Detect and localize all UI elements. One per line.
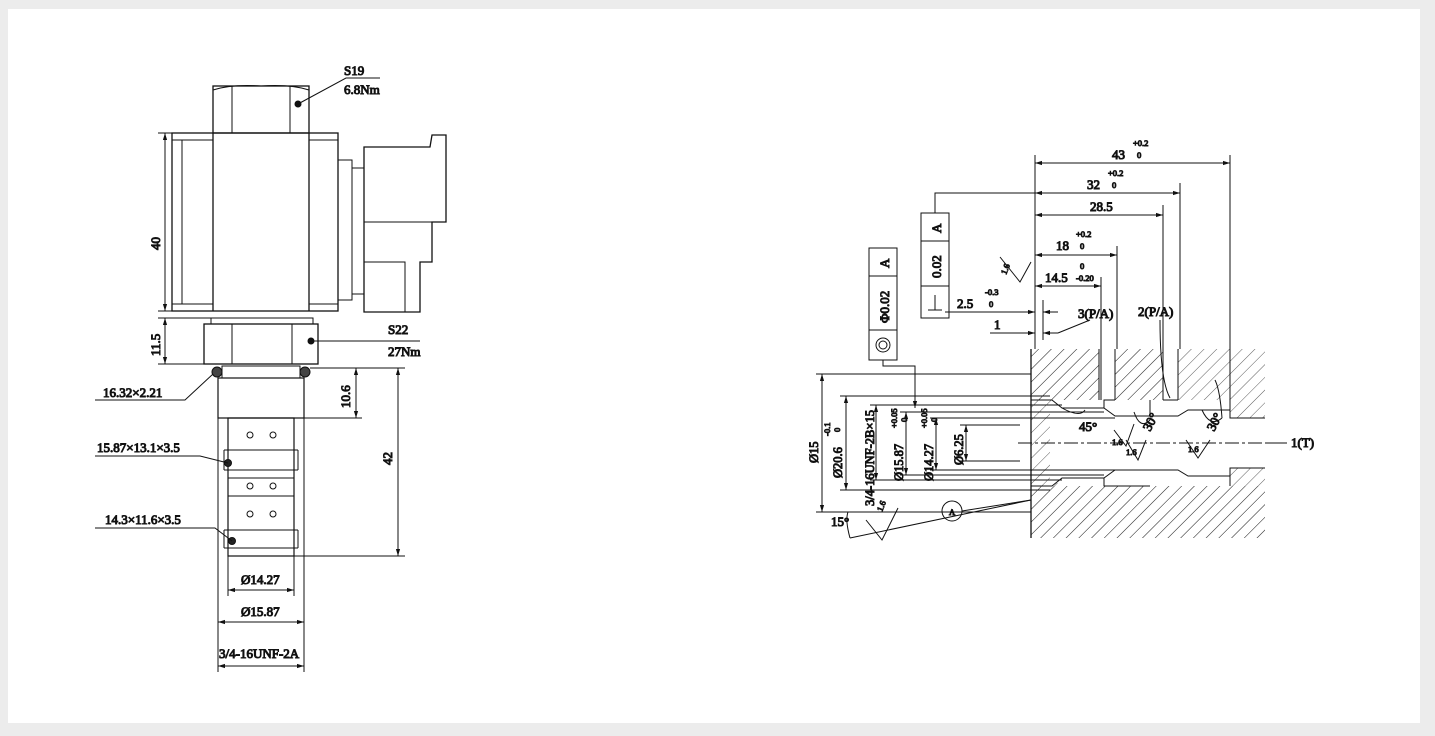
top-section-dim: 10.6 bbox=[338, 385, 353, 408]
valve-side-view bbox=[95, 77, 447, 672]
dia-15-87-label: Ø15.87 bbox=[241, 604, 280, 619]
dim-14-5-tol-upper: 0 bbox=[1080, 261, 1084, 271]
dia-15-87-tol-lower: 0 bbox=[899, 418, 909, 422]
port-3-label: 3(P/A) bbox=[1078, 306, 1113, 321]
dia-14-27-tol-lower: 0 bbox=[929, 418, 939, 422]
dim-18-tol-lower: 0 bbox=[1080, 241, 1084, 251]
dim-18: 18 bbox=[1056, 238, 1069, 253]
roughness-1: 1.6 bbox=[999, 262, 1012, 276]
oring-1-label: 16.32×2.21 bbox=[103, 385, 162, 400]
dia-15-87-label: Ø15.87 bbox=[892, 444, 906, 481]
pos-datum: A bbox=[877, 258, 892, 268]
roughness-3: 1.6 bbox=[1112, 437, 1123, 447]
roughness-5: 1.6 bbox=[1188, 444, 1199, 454]
dia-14-27-label: Ø14.27 bbox=[241, 572, 280, 587]
cavity-thread-label: 3/4-16UNF-2B×15 bbox=[863, 410, 877, 506]
dim-2-5-tol-upper: -0.3 bbox=[985, 287, 998, 297]
dia-14-27-label: Ø14.27 bbox=[922, 444, 936, 481]
roughness-2: 1.6 bbox=[875, 499, 888, 513]
dia-20-6-label: Ø20.6 bbox=[831, 447, 845, 478]
dia-20-6-tol-upper: -0.1 bbox=[822, 423, 832, 436]
hex-top-size-label: S19 bbox=[344, 63, 364, 78]
dim-43: 43 bbox=[1112, 147, 1125, 162]
dia-14-27-tol-upper: +0.05 bbox=[919, 408, 929, 428]
dim-32-tol-upper: +0.2 bbox=[1108, 168, 1123, 178]
dia-6-25-label: Ø6.25 bbox=[952, 434, 966, 465]
cartridge-length-dim: 42 bbox=[380, 452, 395, 465]
thread-label: 3/4-16UNF-2A bbox=[219, 646, 300, 661]
dim-18-tol-upper: +0.2 bbox=[1076, 229, 1091, 239]
dim-14-5-tol-lower: -0.20 bbox=[1076, 273, 1094, 283]
hex-height-dim: 11.5 bbox=[148, 334, 163, 356]
dim-32: 32 bbox=[1087, 177, 1100, 192]
perp-datum: A bbox=[929, 223, 944, 233]
oring-2-label: 15.87×13.1×3.5 bbox=[97, 440, 180, 455]
dim-14-5: 14.5 bbox=[1045, 270, 1068, 285]
hex-top-torque-label: 6.8Nm bbox=[344, 82, 380, 97]
hex-mid-torque-label: 27Nm bbox=[388, 344, 421, 359]
dim-2-5: 2.5 bbox=[957, 296, 973, 311]
perp-tol-value: 0.02 bbox=[929, 255, 944, 278]
angle-45: 45° bbox=[1079, 419, 1097, 434]
cavity-section-view bbox=[816, 155, 1287, 541]
dim-28-5: 28.5 bbox=[1090, 199, 1113, 214]
angle-15: 15° bbox=[831, 514, 849, 529]
dim-2-5-tol-lower: 0 bbox=[989, 299, 993, 309]
port-2-label: 2(P/A) bbox=[1138, 304, 1173, 319]
hex-mid-size-label: S22 bbox=[388, 322, 408, 337]
dia-15-87-tol-upper: +0.05 bbox=[889, 408, 899, 428]
datum-a-label: A bbox=[949, 507, 956, 517]
dia-15-label: Ø15 bbox=[807, 441, 821, 463]
port-1-label: 1(T) bbox=[1291, 435, 1314, 450]
dia-20-6-tol-lower: 0 bbox=[832, 428, 842, 432]
dim-1: 1 bbox=[994, 317, 1001, 332]
dim-32-tol-lower: 0 bbox=[1112, 180, 1116, 190]
angle-30-a: 30° bbox=[1139, 410, 1161, 433]
coil-height-dim: 40 bbox=[148, 237, 163, 250]
dim-43-tol-upper: +0.2 bbox=[1133, 138, 1148, 148]
roughness-4: 1.6 bbox=[1126, 447, 1137, 457]
pos-tol-value: Φ0.02 bbox=[877, 291, 892, 323]
dim-43-tol-lower: 0 bbox=[1137, 150, 1141, 160]
oring-3-label: 14.3×11.6×3.5 bbox=[105, 512, 181, 527]
